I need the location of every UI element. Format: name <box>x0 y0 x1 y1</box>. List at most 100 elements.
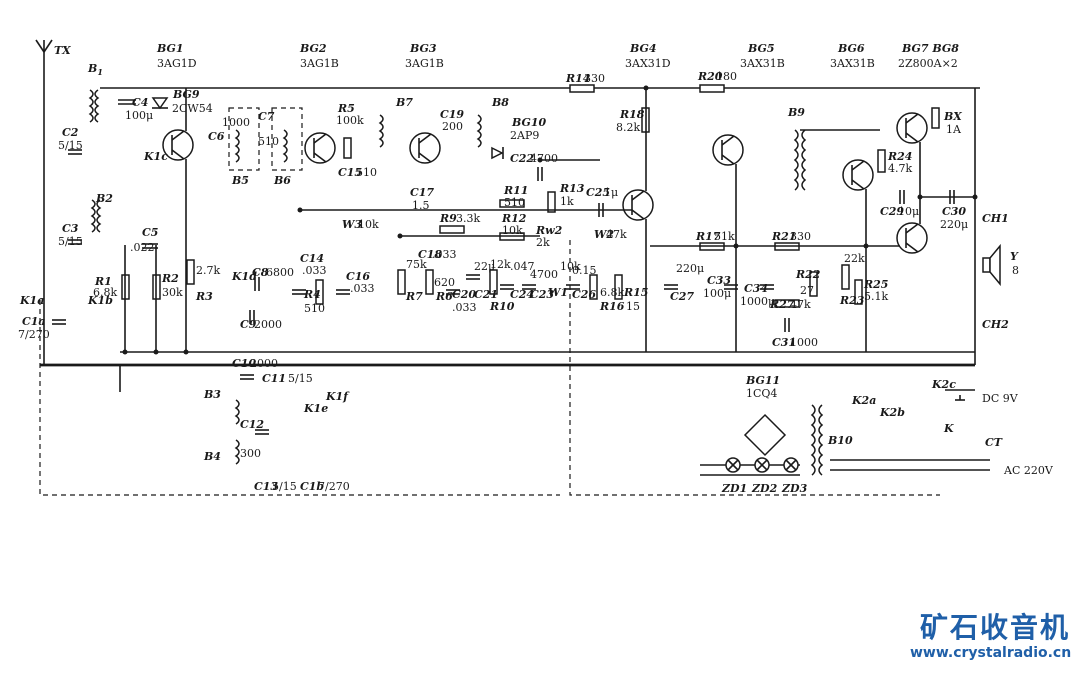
watermark-title: 矿石收音机 <box>919 611 1070 644</box>
c15-val: 510 <box>356 166 377 179</box>
cap-C12 <box>255 429 269 435</box>
c33-val: 100μ <box>703 287 731 300</box>
r12-val: 10k <box>502 224 523 237</box>
c29-ref: C29 <box>880 205 904 218</box>
cap-C3 <box>68 239 82 245</box>
r22-val: 27 <box>800 284 814 297</box>
r18-ref: R18 <box>619 108 645 121</box>
transformer-B3 <box>234 399 240 425</box>
c17-ref: C17 <box>410 186 434 199</box>
transformer-B9 <box>793 129 799 191</box>
w2-ref: W2 <box>594 228 614 241</box>
c17-val: 1.5 <box>412 199 430 212</box>
c19-val: 200 <box>442 120 463 133</box>
transformer-B8 <box>476 114 482 148</box>
bg3-type: 3AG1B <box>405 57 444 70</box>
c31-ref: C31 <box>772 336 796 349</box>
zd1-label: ZD1 <box>721 482 747 495</box>
lamps <box>725 457 799 473</box>
r21-val: 330 <box>790 230 811 243</box>
c6-ref: C6 <box>208 130 225 143</box>
c26-val: 0.15 <box>572 264 597 277</box>
k2b-label: K2b <box>879 406 905 419</box>
bg9-ref: BG9 <box>172 88 200 101</box>
c22-ref: C22 <box>510 152 534 165</box>
r10-val: 12k <box>490 258 511 271</box>
b9-label: B9 <box>787 106 805 119</box>
cap-C22 <box>537 167 543 181</box>
transformer-B6 <box>282 129 288 163</box>
k-label: K <box>943 422 954 435</box>
cap-C14 <box>292 289 306 295</box>
cap-C21 <box>466 274 480 280</box>
k1e-label: K1e <box>303 402 328 415</box>
signal-wiring <box>124 88 990 476</box>
lamp-ZD3 <box>783 457 799 473</box>
dc-label: DC 9V <box>982 392 1019 405</box>
lamp-ZD2 <box>754 457 770 473</box>
transformer-B7 <box>378 114 384 148</box>
r3-val: 2.7k <box>196 264 220 277</box>
c14-ref: C14 <box>300 252 324 265</box>
diode-BG10 <box>491 146 504 160</box>
b8-label: B8 <box>491 96 509 109</box>
bg4-type: 3AX31D <box>625 57 671 70</box>
cap-C23 <box>522 284 536 290</box>
watermark: 矿石收音机 www.crystalradio.cn <box>910 611 1072 662</box>
transistor-symbols <box>162 112 928 254</box>
c19-ref: C19 <box>440 108 464 121</box>
cap-C31 <box>784 318 790 332</box>
w1-val: 10k <box>560 260 581 273</box>
r9-ref: R9 <box>439 212 457 225</box>
c20-ref: C20 <box>452 288 476 301</box>
c5-ref: C5 <box>142 226 158 239</box>
r1-ref: R1 <box>94 275 112 288</box>
cap-C20 <box>446 289 460 295</box>
resistor-R9 <box>439 225 465 234</box>
c30-val: 220μ <box>940 218 968 231</box>
c4-ref: C4 <box>132 96 148 109</box>
c22-val: 4700 <box>530 152 558 165</box>
rw2-val: 2k <box>536 236 550 249</box>
k1f-label: K1f <box>325 390 350 403</box>
resistor-R24 <box>877 149 886 173</box>
fuse-val: 1A <box>946 123 962 136</box>
r3-ref: R3 <box>195 290 213 303</box>
cap-C29 <box>899 190 905 204</box>
c13-ref: C13 <box>254 480 278 493</box>
r27-ref: R27 <box>769 298 795 311</box>
r25-val: 5.1k <box>864 290 888 303</box>
bg2-type: 3AG1B <box>300 57 339 70</box>
diode-symbols <box>151 97 787 457</box>
transistor-BG2 <box>304 132 336 164</box>
resistor-R27 <box>774 299 800 308</box>
r23-val: 22k <box>844 252 865 265</box>
transformer-B2 <box>90 199 96 233</box>
transistor-BG8 <box>896 222 928 254</box>
r17-val: 51k <box>714 230 735 243</box>
bg1-ref: BG1 <box>156 42 184 55</box>
c1a-val: 7/270 <box>18 328 50 341</box>
c9-val: 2000 <box>254 318 282 331</box>
r14-val: 330 <box>584 72 605 85</box>
shield-B5 <box>228 107 260 171</box>
r20-val: 180 <box>716 70 737 83</box>
cap-C26 <box>566 284 580 290</box>
fuse-BX <box>931 107 940 129</box>
watermark-url: www.crystalradio.cn <box>910 645 1072 661</box>
c8-val: 6800 <box>266 266 294 279</box>
r25-ref: R25 <box>863 278 888 291</box>
cap-C16 <box>336 289 350 295</box>
svg-text:B1: B1 <box>87 62 103 77</box>
b3-label: B3 <box>203 388 221 401</box>
c8-ref: C8 <box>252 266 269 279</box>
c15-ref: C15 <box>338 166 362 179</box>
c27-val: 220μ <box>676 262 704 275</box>
r15-val: 15 <box>626 300 640 313</box>
transistor-BG1 <box>162 129 194 161</box>
c3-ref: C3 <box>62 222 79 235</box>
speaker-ref: Y <box>1010 250 1019 263</box>
b5-label: B5 <box>231 174 249 187</box>
